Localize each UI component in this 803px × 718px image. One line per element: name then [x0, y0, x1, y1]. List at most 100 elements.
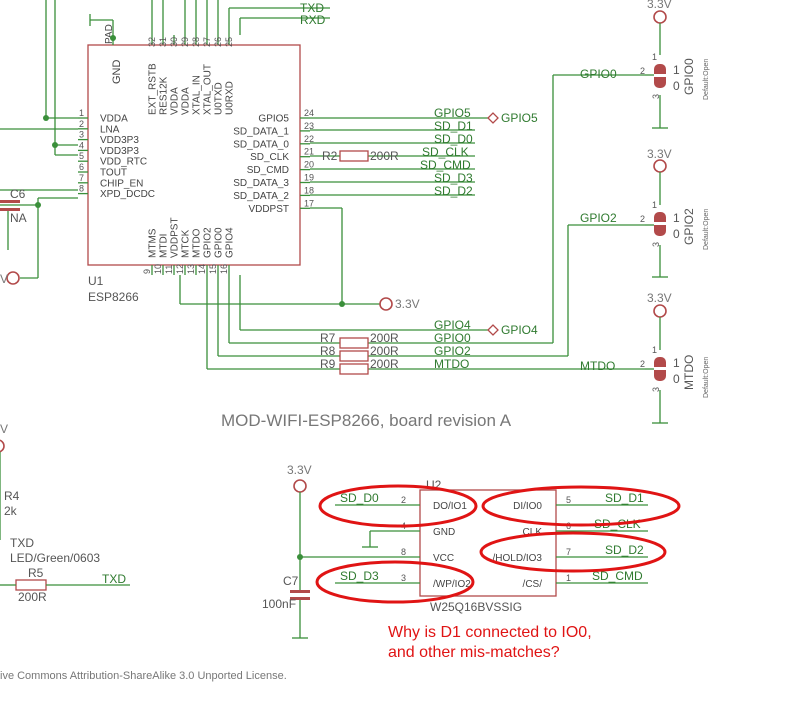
- esp-top-pin-num: 26: [213, 37, 223, 47]
- net-sd-d1: SD_D1: [434, 119, 473, 133]
- esp-bottom-pins: 9MTMS10MTDI11VDDPST12MTCK13MTDO14GPIO215…: [142, 217, 236, 275]
- esp-top-pin-name: U0TXD: [214, 82, 225, 115]
- esp-top-pin-num: 27: [202, 37, 212, 47]
- flash-pin-holdio3: /HOLD/IO3: [493, 553, 543, 564]
- esp-left-pin-num: 2: [79, 119, 84, 129]
- r8-ref: R8: [320, 344, 336, 358]
- jumper-gpio2-power: 3.3V: [647, 147, 672, 161]
- r2-resistor: [339, 150, 369, 162]
- esp-top-wiring: TXD RXD: [151, 0, 330, 35]
- led-value: LED/Green/0603: [10, 551, 100, 565]
- esp-left-pins: 1VDDA2LNA3VDD3P34VDD3P35VDD_RTC6TOUT7CHI…: [78, 108, 155, 200]
- flash-pin7-num: 7: [566, 547, 571, 557]
- net-txd-led: TXD: [102, 572, 126, 586]
- esp-top-pin-num: 30: [169, 37, 179, 47]
- esp-left-pin-num: 6: [79, 162, 84, 172]
- left-partial-section: V R4 2k TXD LED/Green/0603 R5 200R TXD: [0, 422, 130, 604]
- jumper-mtdo-pin2: 2: [640, 359, 645, 369]
- gpio4-port-icon: [487, 324, 499, 336]
- esp-ref: U1: [88, 274, 104, 288]
- led-net: TXD: [10, 536, 34, 550]
- esp-top-pin-num: 28: [191, 37, 201, 47]
- esp-bottom-pin-name: GPIO2: [203, 227, 214, 258]
- esp-top-pin-name: VDDA: [181, 87, 192, 115]
- esp-right-pin-num: 24: [304, 108, 314, 118]
- net-mtdo-jumper: MTDO: [580, 359, 615, 373]
- esp-right-pin-name: SD_CLK: [250, 152, 289, 163]
- esp-gnd-label: GND: [111, 60, 123, 85]
- esp-left-pin-num: 5: [79, 151, 84, 161]
- r4-value: 2k: [4, 504, 18, 518]
- esp-top-pin-name: VDDA: [170, 87, 181, 115]
- jumper-mtdo-default: Default:Open: [703, 357, 710, 398]
- jumper-mtdo-pin1: 1: [652, 345, 657, 355]
- net-gpio2-jumper: GPIO2: [580, 211, 617, 225]
- flash-value: W25Q16BVSSIG: [430, 600, 522, 614]
- esp-pad-label: PAD: [104, 24, 115, 44]
- flash-pin8-num: 8: [401, 547, 406, 557]
- net-txd-top: TXD: [300, 1, 324, 15]
- flash-pin3-num: 3: [401, 573, 406, 583]
- board-caption: MOD-WIFI-ESP8266, board revision A: [221, 411, 512, 430]
- c7-value: 100nF: [262, 597, 296, 611]
- esp-bottom-pin-num: 9: [142, 269, 152, 274]
- flash-power-label: 3.3V: [287, 463, 312, 477]
- esp-value: ESP8266: [88, 290, 139, 304]
- net-rxd-top: RXD: [300, 13, 326, 27]
- net-sd-cmd: SD_CMD: [420, 158, 471, 172]
- flash-pin-doio1: DO/IO1: [433, 501, 467, 512]
- jumper-mtdo-pin3: 3: [651, 387, 661, 392]
- flash-pin-gnd: GND: [433, 527, 455, 538]
- r7-value: 200R: [370, 331, 399, 345]
- esp-bottom-wiring: 3.3V GPIO4 GPIO0 GPIO2 MTDO R7 R8 R9 200…: [179, 67, 645, 375]
- esp-top-pin-name: EXT_RSTB: [148, 63, 159, 115]
- net-gpio2: GPIO2: [434, 344, 471, 358]
- esp-right-pin-num: 20: [304, 160, 314, 170]
- esp-right-pin-name: VDDPST: [248, 204, 289, 215]
- esp-bottom-pin-name: VDDPST: [170, 217, 181, 258]
- esp-top-pin-name: XTAL_IN: [192, 75, 203, 115]
- esp-left-pin-name: VDD_RTC: [100, 157, 147, 168]
- esp-bottom-pin-num: 11: [164, 265, 174, 274]
- annotation-line-2: and other mis-matches?: [388, 644, 560, 661]
- esp-right-pin-num: 18: [304, 185, 314, 195]
- esp-left-pin-name: LNA: [100, 124, 120, 135]
- r2-value: 200R: [370, 149, 399, 163]
- esp-left-pin-name: TOUT: [100, 168, 127, 179]
- flash-pin-clk: CLK: [523, 527, 543, 538]
- flash-net-sd-d2: SD_D2: [605, 543, 644, 557]
- annotation-line-1: Why is D1 connected to IO0,: [388, 624, 592, 641]
- flash-chip: U2 W25Q16BVSSIG 2 4 8 3 DO/IO1 GND VCC /…: [300, 478, 648, 614]
- esp-bottom-pin-name: MTDI: [159, 234, 170, 258]
- esp-left-pin-name: CHIP_EN: [100, 178, 143, 189]
- r9-value: 200R: [370, 357, 399, 371]
- port-gpio4-label: GPIO4: [501, 323, 538, 337]
- jumper-gpio0-name: GPIO0: [682, 58, 696, 95]
- esp-bottom-pin-num: 14: [197, 264, 207, 274]
- jumper-gpio0-pin3: 3: [651, 94, 661, 99]
- esp-bottom-pin-name: MTMS: [148, 228, 159, 258]
- jumper-gpio2-opt1: 1: [673, 211, 680, 225]
- r7-ref: R7: [320, 331, 336, 345]
- flash-pin-cs: /CS/: [523, 579, 543, 590]
- r2-ref: R2: [322, 149, 338, 163]
- highlight-sd-d0-doio1: [318, 484, 478, 528]
- esp-left-pin-name: VDD3P3: [100, 146, 139, 157]
- flash-pin-wpio2: /WP/IO2: [433, 579, 471, 590]
- esp-left-pin-num: 8: [79, 184, 84, 194]
- jumper-gpio0-pin1: 1: [652, 52, 657, 62]
- esp-left-pin-name: XPD_DCDC: [100, 189, 155, 200]
- esp-right-pin-num: 22: [304, 134, 314, 144]
- esp-right-pin-name: SD_DATA_3: [233, 178, 289, 189]
- esp-top-pins: 32EXT_RSTB31RES12K30VDDA29VDDA28XTAL_IN2…: [147, 35, 236, 115]
- net-gpio0-jumper: GPIO0: [580, 67, 617, 81]
- jumper-gpio2-name: GPIO2: [682, 208, 696, 245]
- net-sd-clk: SD_CLK: [422, 145, 469, 159]
- net-gpio4: GPIO4: [434, 318, 471, 332]
- net-gpio5: GPIO5: [434, 106, 471, 120]
- esp-bottom-pin-num: 16: [219, 264, 229, 274]
- jumper-gpio2-pin1: 1: [652, 200, 657, 210]
- gpio5-port-icon: [487, 112, 499, 124]
- jumper-mtdo-name: MTDO: [682, 355, 696, 390]
- jumper-gpio2: 3.3V 1 2 3 1 0 GPIO2 Default:Open: [640, 147, 710, 278]
